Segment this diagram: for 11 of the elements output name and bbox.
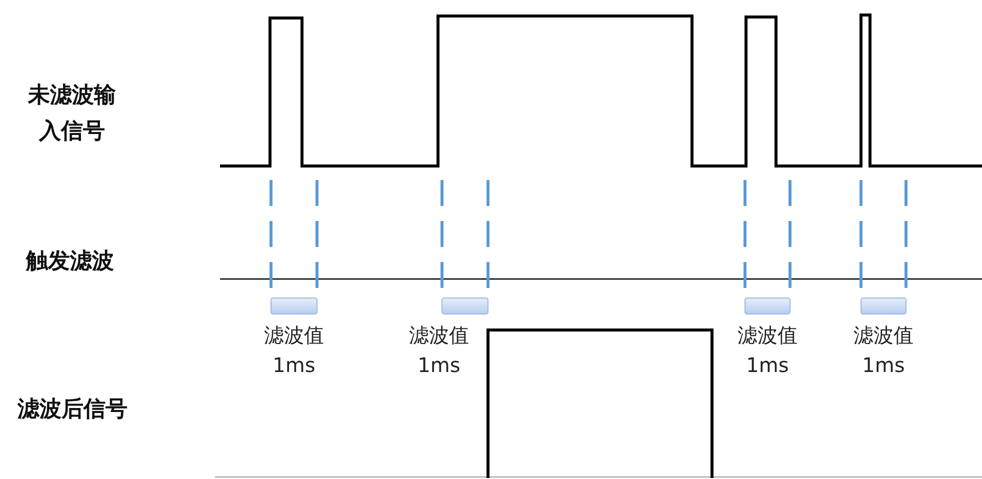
duration-label: 1ms	[745, 353, 790, 377]
duration-label: 1ms	[416, 353, 462, 377]
signal-label: 触发滤波	[24, 248, 115, 276]
duration-label: 1ms	[861, 353, 906, 377]
filter-value-label: 滤波值	[852, 322, 914, 349]
filter-value-label: 滤波值	[408, 322, 470, 349]
signal-label: 未滤波输入信号	[26, 82, 117, 146]
filter-value-label: 滤波值	[263, 322, 325, 349]
filter-value-label: 滤波值	[736, 322, 798, 349]
signal-label: 滤波后信号	[16, 396, 128, 424]
duration-label: 1ms	[272, 353, 316, 377]
